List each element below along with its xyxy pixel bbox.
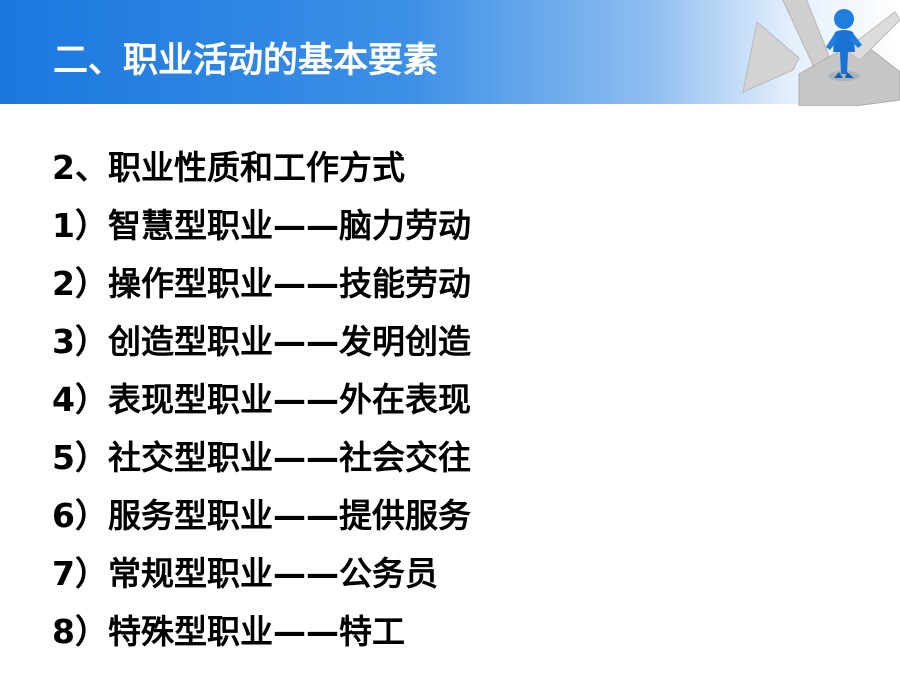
list-item: 8）特殊型职业——特工 [52, 612, 405, 651]
list-item: 5）社交型职业——社会交往 [52, 438, 471, 477]
content-list: 2、职业性质和工作方式 1）智慧型职业——脑力劳动 2）操作型职业——技能劳动 … [52, 139, 471, 661]
person-on-arrow-roads-icon [742, 0, 900, 106]
list-item: 7）常规型职业——公务员 [52, 554, 438, 593]
list-item: 3）创造型职业——发明创造 [52, 322, 471, 361]
section-heading: 2、职业性质和工作方式 [52, 148, 405, 187]
list-item: 2）操作型职业——技能劳动 [52, 264, 471, 303]
list-item: 1）智慧型职业——脑力劳动 [52, 206, 471, 245]
list-item: 6）服务型职业——提供服务 [52, 496, 471, 535]
list-item: 4）表现型职业——外在表现 [52, 380, 471, 419]
slide-title: 二、职业活动的基本要素 [53, 41, 439, 81]
